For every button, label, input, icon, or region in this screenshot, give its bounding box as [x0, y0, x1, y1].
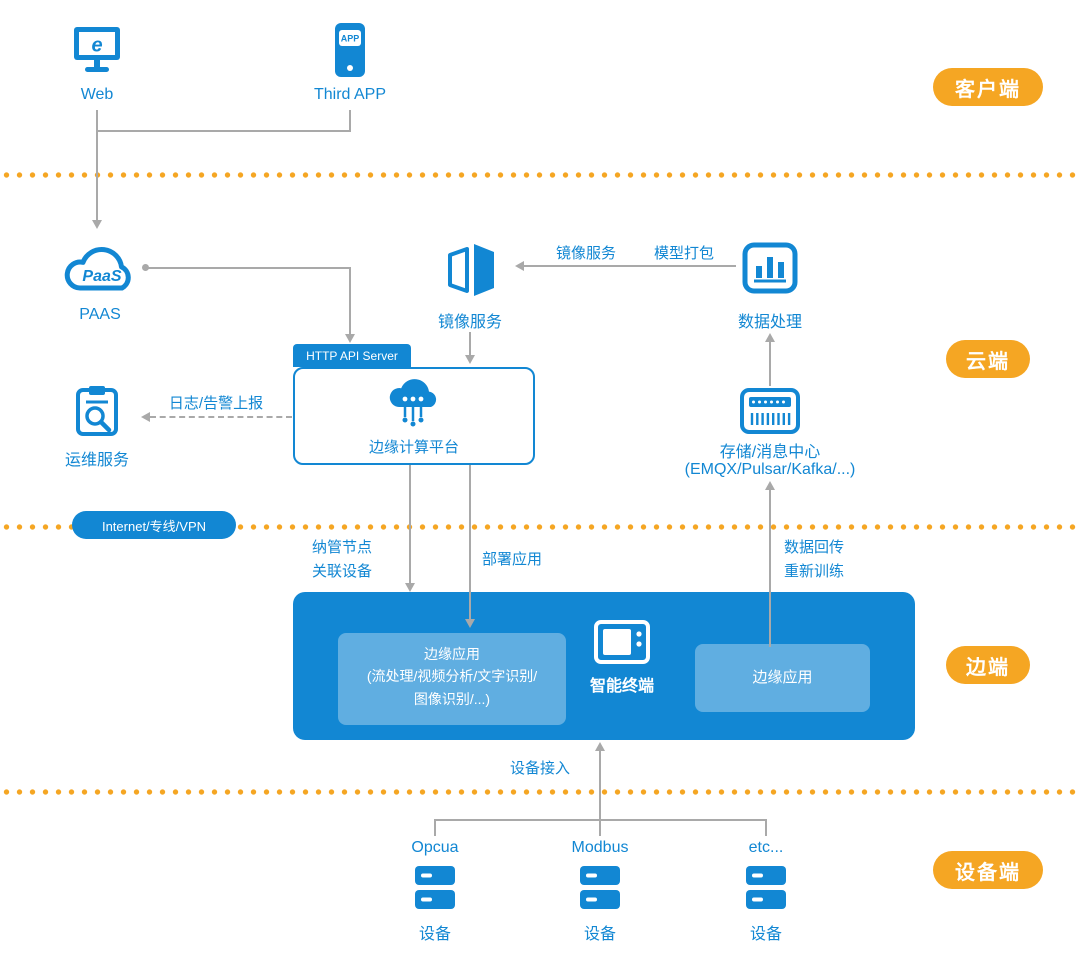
connector-device-access [599, 750, 601, 820]
device-label-3: 设备 [749, 926, 783, 943]
layer-badge-client: 客户端 [933, 68, 1043, 106]
flow-model-pack-label: 模型打包 [653, 245, 715, 262]
flow-mirror-service-label: 镜像服务 [555, 245, 617, 262]
storage-label: 存储/消息中心 [719, 444, 821, 461]
paas-cloud-icon: PaaS [58, 236, 146, 305]
data-processing-icon [742, 242, 798, 299]
connector-data-to-mirror [524, 265, 736, 267]
web-browser-icon: e [69, 22, 125, 83]
layer-badge-device: 设备端 [933, 851, 1043, 889]
flow-back-label-2: 重新训练 [784, 563, 845, 580]
connector-deploy-app [469, 465, 471, 621]
ops-service-label: 运维服务 [64, 452, 130, 469]
layer-separator-client-cloud [0, 172, 1080, 178]
connector-data-return [769, 489, 771, 647]
app-badge-text: APP [341, 34, 360, 44]
connector-paas-to-platform-h [146, 267, 351, 269]
edge-platform-label: 边缘计算平台 [368, 439, 460, 456]
mirror-service-icon [443, 240, 499, 305]
connector-opcua-stub [434, 819, 436, 836]
connector-web-to-paas [96, 110, 98, 220]
protocol-label-opcua: Opcua [411, 839, 459, 856]
smart-terminal-label: 智能终端 [589, 678, 655, 695]
connector-thirdapp-stub [349, 110, 351, 132]
layer-badge-cloud: 云端 [946, 340, 1030, 378]
connector-client-junction [96, 130, 351, 132]
protocol-label-etc: etc... [748, 839, 784, 856]
layer-badge-edge-label: 边端 [966, 656, 1010, 679]
smart-terminal-icon [594, 620, 650, 669]
storage-icon [740, 388, 800, 439]
arrowhead-to-paas [92, 220, 102, 229]
junction-dot-paas [142, 264, 149, 271]
connector-platform-to-ops [150, 416, 292, 418]
flow-manage-label-1: 纳管节点 [312, 539, 373, 556]
arrowhead-to-data-processing [765, 333, 775, 342]
data-processing-label: 数据处理 [737, 314, 803, 331]
protocol-label-modbus: Modbus [571, 839, 629, 856]
flow-back-label-1: 数据回传 [784, 539, 845, 556]
flow-manage-label-2: 关联设备 [312, 563, 373, 580]
device-label-1: 设备 [418, 926, 452, 943]
layer-badge-cloud-label: 云端 [966, 350, 1010, 373]
device-label-2: 设备 [583, 926, 617, 943]
paas-label: PAAS [79, 306, 121, 323]
arrowhead-to-ops [141, 412, 150, 422]
platform-cloud-icon [382, 377, 446, 434]
arrowhead-data-return [765, 481, 775, 490]
connector-modbus-stub [599, 819, 601, 836]
svg-text:e: e [91, 35, 102, 57]
connector-etc-stub [765, 819, 767, 836]
edge-app-left-line2: (流处理/视频分析/文字识别/ [366, 668, 538, 685]
edge-app-left-line3: 图像识别/...) [413, 690, 491, 707]
web-label: Web [80, 86, 114, 103]
arrowhead-manage-nodes [405, 583, 415, 592]
arrowhead-to-platform [465, 355, 475, 364]
device-icon-etc [744, 864, 788, 917]
paas-icon-text: PaaS [82, 268, 121, 285]
edge-box [293, 592, 915, 740]
device-access-label: 设备接入 [510, 760, 571, 777]
connector-manage-nodes [409, 465, 411, 585]
http-api-server-tag: HTTP API Server [293, 344, 411, 367]
http-api-server-text: HTTP API Server [306, 348, 398, 363]
arrowhead-deploy-app [465, 619, 475, 628]
edge-app-right-label: 边缘应用 [752, 669, 813, 686]
ops-service-icon [70, 384, 124, 443]
layer-separator-cloud-edge [0, 524, 1080, 530]
arrowhead-to-mirror [515, 261, 524, 271]
third-app-label: Third APP [313, 86, 387, 103]
edge-app-left-line1: 边缘应用 [424, 646, 480, 662]
layer-separator-edge-device [0, 789, 1080, 795]
log-report-label: 日志/告警上报 [168, 395, 264, 412]
arrowhead-device-access [595, 742, 605, 751]
connector-paas-to-platform-v [349, 267, 351, 337]
arrowhead-to-http-api [345, 334, 355, 343]
network-label: Internet/专线/VPN [101, 518, 207, 534]
mirror-service-label: 镜像服务 [437, 314, 503, 331]
layer-badge-device-label: 设备端 [955, 861, 1021, 884]
edge-app-right-box: 边缘应用 [695, 644, 870, 712]
device-icon-modbus [578, 864, 622, 917]
connector-mirror-to-platform [469, 332, 471, 356]
storage-detail-label: (EMQX/Pulsar/Kafka/...) [684, 461, 856, 478]
edge-app-left-box: 边缘应用 (流处理/视频分析/文字识别/ 图像识别/...) [338, 633, 566, 725]
connector-storage-to-data [769, 342, 771, 386]
third-app-icon: APP [332, 22, 368, 83]
device-icon-opcua [413, 864, 457, 917]
network-pill: Internet/专线/VPN [72, 511, 236, 539]
layer-badge-edge: 边端 [946, 646, 1030, 684]
flow-deploy-label: 部署应用 [482, 551, 543, 568]
layer-badge-client-label: 客户端 [955, 78, 1021, 101]
